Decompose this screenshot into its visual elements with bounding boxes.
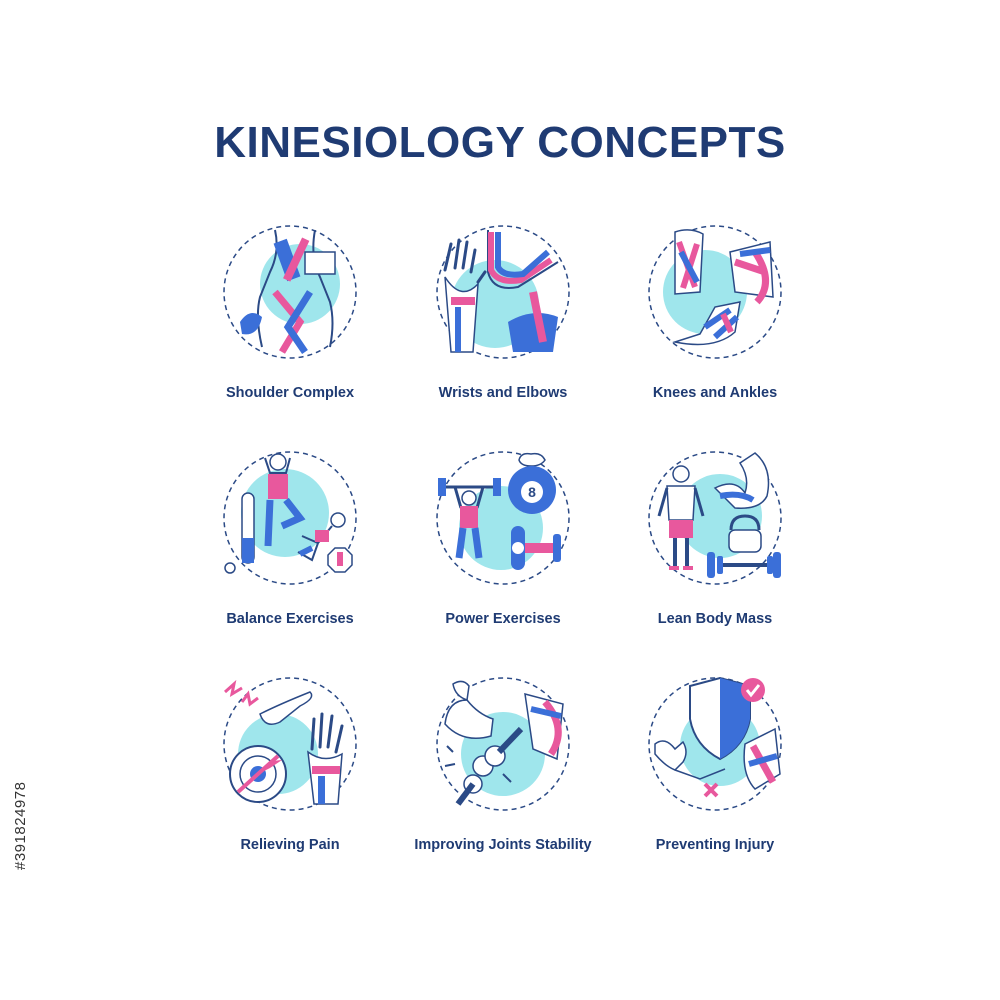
- joint-stability-icon: [436, 677, 570, 811]
- concept-label: Lean Body Mass: [657, 611, 773, 627]
- concept-label: Preventing Injury: [655, 837, 775, 853]
- svg-text:8: 8: [528, 484, 536, 500]
- concept-card: Knees and Ankles: [600, 222, 830, 442]
- concept-card: Improving Joints Stability: [388, 674, 618, 894]
- concept-card: Shoulder Complex: [175, 222, 405, 442]
- wrist-elbow-icon: [436, 225, 570, 359]
- concept-label: Relieving Pain: [240, 837, 340, 853]
- stock-id: #391824978: [12, 781, 29, 870]
- concept-card: Wrists and Elbows: [388, 222, 618, 442]
- concept-card: Lean Body Mass: [600, 448, 830, 668]
- concept-card: Preventing Injury: [600, 674, 830, 894]
- page-title: KINESIOLOGY CONCEPTS: [214, 118, 786, 167]
- shoulder-icon: [223, 225, 357, 359]
- injury-prevention-icon: [648, 676, 782, 811]
- concept-card: 8 Power Exercises: [388, 448, 618, 668]
- concept-card: Balance Exercises: [175, 448, 405, 668]
- balance-icon: [223, 451, 357, 585]
- concept-label: Shoulder Complex: [225, 385, 355, 401]
- pain-relief-icon: [223, 677, 357, 811]
- concept-label: Balance Exercises: [226, 611, 354, 627]
- concept-card: Relieving Pain: [175, 674, 405, 894]
- knee-ankle-icon: [648, 225, 782, 359]
- power-icon: 8: [436, 451, 570, 585]
- lean-body-icon: [648, 451, 782, 585]
- concept-label: Power Exercises: [445, 611, 561, 627]
- concept-label: Wrists and Elbows: [438, 385, 568, 401]
- concept-label: Knees and Ankles: [652, 385, 778, 401]
- concept-label: Improving Joints Stability: [414, 837, 592, 853]
